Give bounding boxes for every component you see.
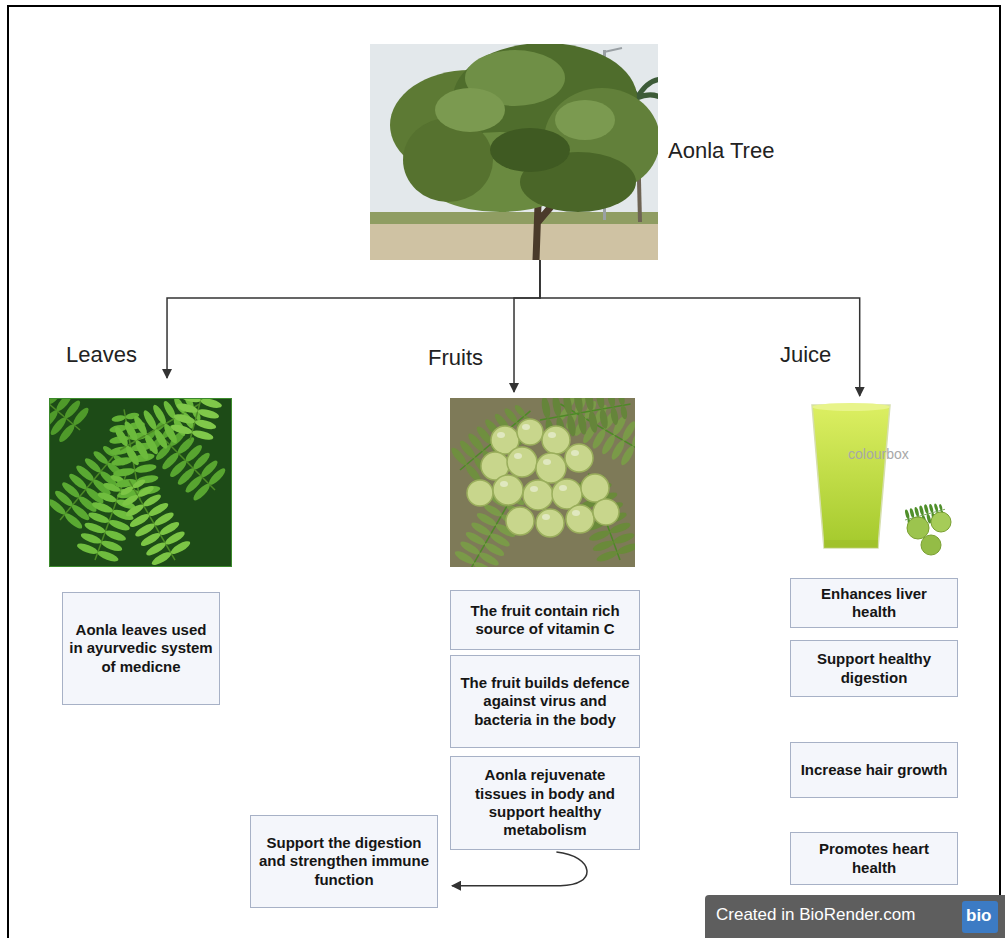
section-heading: Leaves <box>66 342 137 368</box>
section-heading: Fruits <box>450 398 635 567</box>
page-frame <box>8 6 1000 938</box>
fruits-picture-part-part <box>507 447 537 477</box>
box-text: Support the digestion and strengthen imm… <box>257 834 431 889</box>
fruits-picture-part-part <box>536 453 566 483</box>
text-box: The fruit contain rich source of vitamin… <box>450 590 640 650</box>
fruits-picture-part-part <box>572 510 580 516</box>
fruits-picture-part <box>467 419 619 537</box>
fruits-picture-part-part <box>506 507 534 535</box>
leaves-picture-part <box>49 398 94 447</box>
juice-picture-part <box>824 540 878 548</box>
section-heading: Leaves <box>49 398 232 567</box>
fruits-picture-part <box>450 398 545 487</box>
fruits-picture-part-part <box>493 475 523 505</box>
tree-picture-part <box>490 128 570 172</box>
tree-picture-part <box>604 48 622 52</box>
section-heading: Juice <box>780 342 831 368</box>
box-text: Aonla leaves used in ayurvedic system of… <box>69 621 213 676</box>
fruits-picture-part-part <box>497 432 505 438</box>
text-box: Support the digestion and strengthen imm… <box>250 815 438 908</box>
fruits-picture-part-part <box>571 450 579 456</box>
fruits-picture-part-part <box>566 505 594 533</box>
text-box: Aonla rejuvenate tissues in body and sup… <box>450 756 640 850</box>
section-heading: Juice <box>790 398 960 557</box>
text-box: Increase hair growth <box>790 742 958 798</box>
text-box: Promotes heart health <box>790 832 958 885</box>
fruits-picture <box>450 398 635 567</box>
text-box: The fruit builds defence against virus a… <box>450 655 640 748</box>
box-text: Increase hair growth <box>801 761 948 779</box>
fruits-picture-part-part <box>542 426 570 454</box>
fruits-picture-part-part <box>565 444 593 472</box>
leaves-picture-part <box>49 398 232 567</box>
text-box: Enhances liver health <box>790 578 958 628</box>
fruits-picture-part-part <box>593 499 619 525</box>
box-text: The fruit builds defence against virus a… <box>457 674 633 729</box>
fruits-picture-part-part <box>467 480 493 506</box>
leaves-picture-part <box>169 398 232 446</box>
box-text: Promotes heart health <box>797 840 951 877</box>
box-text: The fruit contain rich source of vitamin… <box>457 602 633 639</box>
credit-text: Created in BioRender.com <box>716 905 915 925</box>
fruits-picture-part-part <box>530 486 538 492</box>
picture-title: Aonla Tree <box>668 138 774 164</box>
box-text: Support healthy digestion <box>797 650 951 687</box>
fruits-picture-part-part <box>548 432 556 438</box>
fruits-picture-part-part <box>581 474 609 502</box>
page-frame-part <box>8 6 1000 938</box>
arrow-connector <box>540 260 860 396</box>
fruits-picture-part-part <box>522 424 530 430</box>
arrow-connector <box>167 260 540 378</box>
box-text: Enhances liver health <box>797 585 951 622</box>
juice-picture-part <box>921 535 941 555</box>
fruits-picture-part <box>497 424 580 520</box>
fruits-picture-part-part <box>517 419 543 445</box>
text-box: Support healthy digestion <box>790 640 958 697</box>
logo-text: bio <box>966 906 992 926</box>
watermark: colourbox <box>848 446 909 463</box>
fruits-picture-part-part <box>542 514 550 520</box>
juice-picture-part <box>790 398 960 557</box>
fruits-picture-part-part <box>500 481 508 487</box>
biorender-badge-part <box>962 901 998 933</box>
biorender-badge-part <box>705 895 1005 938</box>
juice-picture <box>790 398 960 557</box>
tree-picture-part <box>370 212 658 226</box>
section-heading: Fruits <box>428 345 483 371</box>
fruits-picture-part-part <box>523 480 553 510</box>
fruits-picture-part-part <box>514 453 522 459</box>
fruits-picture-part-part <box>543 459 551 465</box>
arrow-connector <box>452 852 587 886</box>
juice-picture-part <box>812 403 890 411</box>
text-box: Aonla leaves used in ayurvedic system of… <box>62 592 220 705</box>
tree-picture-part <box>435 88 505 132</box>
tree-picture-node: Aonla Tree <box>370 44 658 260</box>
tree-picture <box>370 44 658 260</box>
juice-picture-part <box>931 512 951 532</box>
arrow-connector <box>514 260 540 392</box>
juice-picture-part <box>812 405 890 548</box>
fruits-picture-part-part <box>536 509 564 537</box>
fruits-picture-part-part <box>559 485 567 491</box>
box-text: Aonla rejuvenate tissues in body and sup… <box>457 766 633 839</box>
biorender-badge <box>705 895 1005 938</box>
leaves-picture <box>49 398 232 567</box>
tree-picture-part <box>370 224 658 260</box>
juice-picture-part <box>907 517 929 539</box>
fruits-picture-part <box>536 398 634 442</box>
tree-picture-part <box>555 100 615 140</box>
